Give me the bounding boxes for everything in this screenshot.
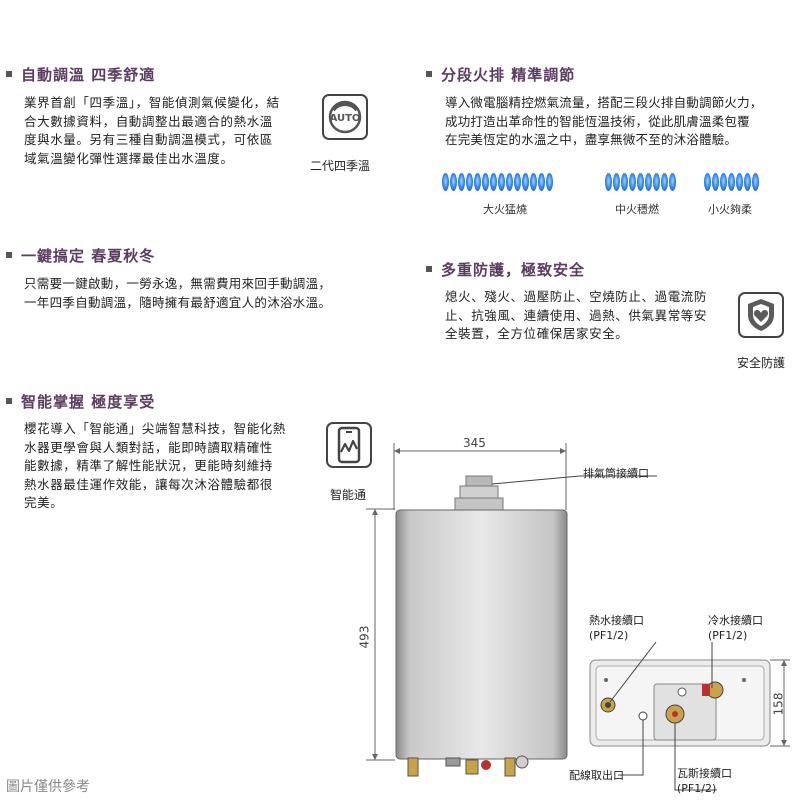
- flame-icon: [530, 173, 537, 191]
- flame-label-low: 小火夠柔: [708, 203, 752, 216]
- flame-icon: [637, 173, 644, 191]
- flame-icon: [538, 173, 545, 191]
- flame-icon: [474, 173, 481, 191]
- flame-icon: [720, 173, 727, 191]
- feature-desc-smart: 櫻花導入「智能通」尖端智慧科技，智能化熱 水器更學會與人類對話，能即時讀取精確性…: [24, 421, 287, 510]
- flame-icon: [744, 173, 751, 191]
- hot-water-port-label: 熱水接續口 (PF1/2): [589, 614, 644, 642]
- flame-icon: [442, 173, 449, 191]
- feature-desc-flame: 導入微電腦精控燃氣流量，搭配三段火排自動調節火力， 成功打造出革命性的智能恆溫技…: [445, 95, 763, 147]
- flame-icon: [482, 173, 489, 191]
- feature-title-flame: 分段火排 精準調節: [426, 64, 575, 85]
- flame-icon: [669, 173, 676, 191]
- flame-label-medium: 中火穩燃: [615, 203, 659, 216]
- shield-heart-icon: [738, 292, 784, 338]
- flame-icon: [498, 173, 505, 191]
- flame-icon: [704, 173, 711, 191]
- height-dimension: 493: [357, 625, 372, 649]
- smart-tablet-label: 智能通: [330, 488, 367, 502]
- feature-title-safety: 多重防護，極致安全: [426, 259, 585, 280]
- flame-icon: [546, 173, 553, 191]
- reference-footnote: 圖片僅供參考: [6, 779, 90, 795]
- flame-icon: [506, 173, 513, 191]
- flame-icon: [661, 173, 668, 191]
- auto-season-label: 二代四季溫: [310, 159, 371, 173]
- flame-icon: [645, 173, 652, 191]
- shield-heart-label: 安全防護: [737, 356, 786, 370]
- flame-icon: [728, 173, 735, 191]
- flame-icon: [514, 173, 521, 191]
- bullet-square: [6, 70, 12, 77]
- feature-title-smart: 智能掌握 極度享受: [6, 391, 155, 412]
- feature-desc-one-key: 只需要一鍵啟動，一勞永逸，無需費用來回手動調溫， 一年四季自動調溫，隨時擁有最舒…: [24, 276, 332, 310]
- feature-desc-safety: 熄火、殘火、過壓防止、空燒防止、過電流防 止、抗強風、連續使用、過熱、供氣異常等…: [445, 289, 708, 341]
- flame-bar-low: [704, 173, 759, 191]
- flame-icon: [490, 173, 497, 191]
- flame-icon: [450, 173, 457, 191]
- feature-title-auto-temp: 自動調溫 四季舒適: [6, 64, 155, 85]
- depth-dimension: 158: [771, 692, 786, 716]
- flame-icon: [712, 173, 719, 191]
- flame-icon: [522, 173, 529, 191]
- flame-icon: [629, 173, 636, 191]
- feature-title-one-key: 一鍵搞定 春夏秋冬: [6, 245, 155, 266]
- flame-icon: [605, 173, 612, 191]
- auto-season-icon: AUTO: [322, 94, 368, 140]
- flame-icon: [458, 173, 465, 191]
- flame-icon: [613, 173, 620, 191]
- flame-icon: [736, 173, 743, 191]
- gas-port-label: 瓦斯接續口 (PF1/2): [677, 767, 732, 795]
- feature-desc-auto-temp: 業界首創「四季溫」，智能偵測氣候變化，結 合大數據資料，自動調整出最適合的熱水溫…: [24, 95, 280, 166]
- bullet-square: [426, 265, 432, 272]
- bullet-square: [6, 397, 12, 404]
- flame-bar-medium: [605, 173, 676, 191]
- wiring-port-label: 配線取出口: [569, 769, 624, 782]
- flame-bar-high: [442, 173, 553, 191]
- exhaust-port-label: 排氣筒接續口: [583, 467, 649, 480]
- flame-icon: [466, 173, 473, 191]
- flame-icon: [653, 173, 660, 191]
- svg-text:AUTO: AUTO: [330, 113, 361, 124]
- flame-icon: [621, 173, 628, 191]
- cold-water-port-label: 冷水接續口 (PF1/2): [708, 614, 763, 642]
- flame-label-high: 大火猛燒: [483, 203, 527, 216]
- width-dimension: 345: [463, 436, 486, 450]
- flame-icon: [752, 173, 759, 191]
- smart-tablet-icon: [326, 422, 372, 468]
- bullet-square: [6, 251, 12, 258]
- bullet-square: [426, 70, 432, 77]
